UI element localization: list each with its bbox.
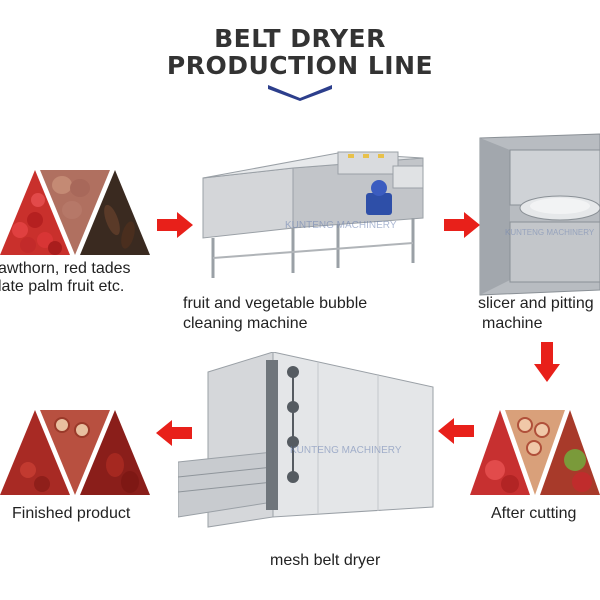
slicer-pitting-machine-image [479,133,600,296]
finished-product-label: Finished product [12,505,131,522]
page-title-line1: BELT DRYER [214,24,386,53]
arrow-right-icon [157,212,193,238]
arrow-left-icon [156,420,192,446]
watermark: KUNTENG MACHINERY [290,445,402,456]
watermark: KUNTENG MACHINERY [505,228,595,237]
page-title-line2: PRODUCTION LINE [166,51,434,80]
slicer-machine-label-1: slicer and pitting [478,295,594,312]
mesh-belt-dryer-label: mesh belt dryer [270,552,381,569]
raw-material-label-1: awthorn, red tades [0,260,131,277]
arrow-down-icon [534,342,560,382]
cut-fruit-image [470,410,600,495]
watermark: KUNTENG MACHINERY [285,220,397,231]
slicer-machine-label-2: machine [482,315,543,332]
bubble-machine-label-2: cleaning machine [183,315,308,332]
chevron-down-icon [268,85,332,101]
after-cutting-label: After cutting [491,505,577,522]
mesh-belt-dryer-image [178,352,434,528]
arrow-left-icon [438,418,474,444]
finished-product-image [0,410,150,495]
bubble-machine-label-1: fruit and vegetable bubble [183,295,368,312]
raw-fruit-image [0,170,150,255]
raw-material-label-2: late palm fruit etc. [0,278,125,295]
bubble-cleaning-machine-image [202,151,424,278]
arrow-right-icon [444,212,480,238]
